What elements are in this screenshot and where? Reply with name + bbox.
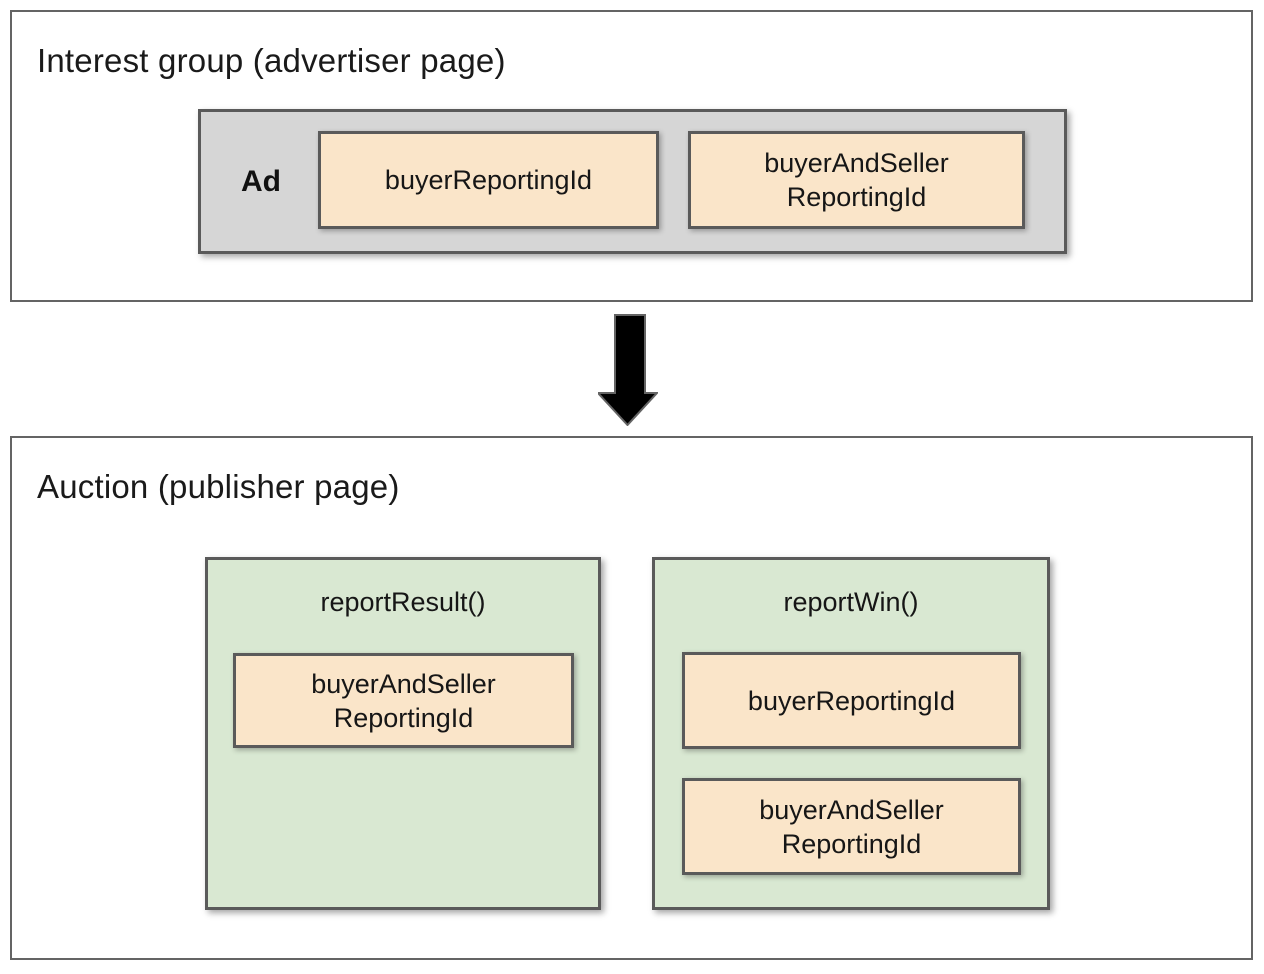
interest-group-section: Interest group (advertiser page) Ad buye… — [10, 10, 1253, 302]
buyer-and-seller-reporting-id-chip: buyerAndSeller ReportingId — [688, 131, 1025, 229]
buyer-reporting-id-chip: buyerReportingId — [318, 131, 659, 229]
report-result-box: reportResult() buyerAndSeller ReportingI… — [205, 557, 601, 910]
auction-section: Auction (publisher page) reportResult() … — [10, 436, 1253, 960]
buyer-reporting-id-chip: buyerReportingId — [682, 652, 1021, 749]
ad-container: Ad buyerReportingId buyerAndSeller Repor… — [198, 109, 1067, 254]
down-arrow-icon — [595, 314, 660, 427]
report-result-title: reportResult() — [320, 587, 486, 617]
buyer-and-seller-reporting-id-chip: buyerAndSeller ReportingId — [682, 778, 1021, 875]
buyer-and-seller-reporting-id-chip: buyerAndSeller ReportingId — [233, 653, 574, 748]
interest-group-title: Interest group (advertiser page) — [37, 42, 506, 79]
ad-label: Ad — [241, 164, 281, 198]
report-win-box: reportWin() buyerReportingId buyerAndSel… — [652, 557, 1050, 910]
report-win-title: reportWin() — [783, 587, 919, 617]
auction-title: Auction (publisher page) — [37, 468, 400, 505]
